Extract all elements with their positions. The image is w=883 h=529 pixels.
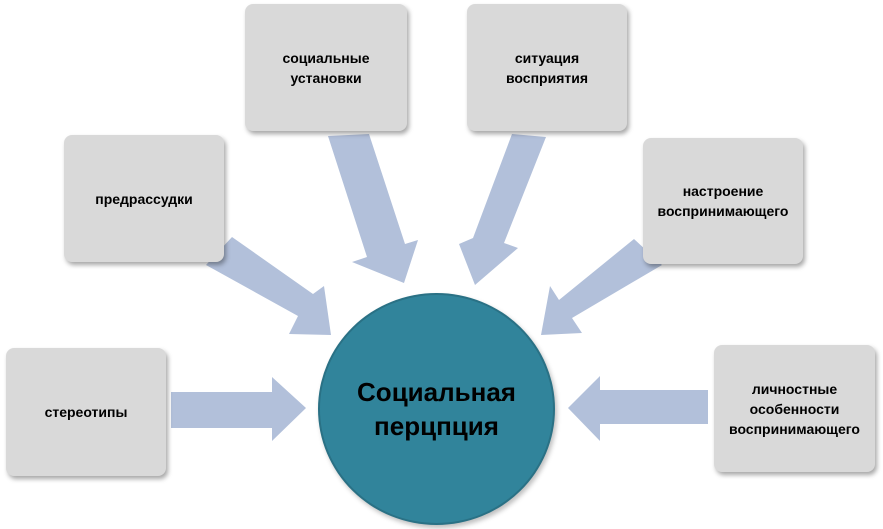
factor-label-perceiver-traits-line3: воспринимающего: [729, 420, 860, 437]
arrow-stereotypes: [171, 377, 306, 441]
factor-box-stereotypes: стереотипы: [6, 348, 166, 476]
factor-box-social-attitudes: социальные установки: [245, 4, 407, 131]
factor-label-social-attitudes-line1: социальные: [282, 49, 370, 66]
factor-label-perceiver-mood-line2: воспринимающего: [657, 203, 789, 219]
factor-label-prejudices: предрассудки: [95, 190, 193, 207]
factor-box-perceiver-mood: настроение воспринимающего: [643, 138, 803, 264]
factor-box-perceiver-traits: личностные особенности воспринимающего: [714, 345, 875, 472]
factor-label-perceiver-traits-line2: особенности: [749, 400, 840, 417]
arrow-prejudices: [206, 237, 331, 335]
factor-box-perception-situation: ситуация восприятия: [467, 4, 627, 131]
center-label-line1: Социальная: [357, 377, 516, 407]
factor-label-social-attitudes-line2: установки: [290, 69, 362, 86]
arrow-perceiver-traits: [568, 376, 708, 441]
factor-box-prejudices: предрассудки: [64, 135, 224, 262]
factor-label-stereotypes: стереотипы: [44, 404, 128, 420]
center-label-line2: перцпция: [374, 411, 499, 441]
arrow-social-attitudes: [328, 134, 418, 283]
factor-label-perception-situation-line2: восприятия: [506, 69, 588, 86]
factor-label-perceiver-traits-line1: личностные: [751, 380, 838, 397]
arrow-perceiver-mood: [541, 239, 662, 335]
center-circle-social-perception: Социальная перцпция: [318, 293, 555, 525]
arrow-perception-situation: [459, 134, 546, 285]
factor-label-perception-situation-line1: ситуация: [514, 49, 580, 66]
factor-label-perceiver-mood-line1: настроение: [682, 183, 764, 199]
